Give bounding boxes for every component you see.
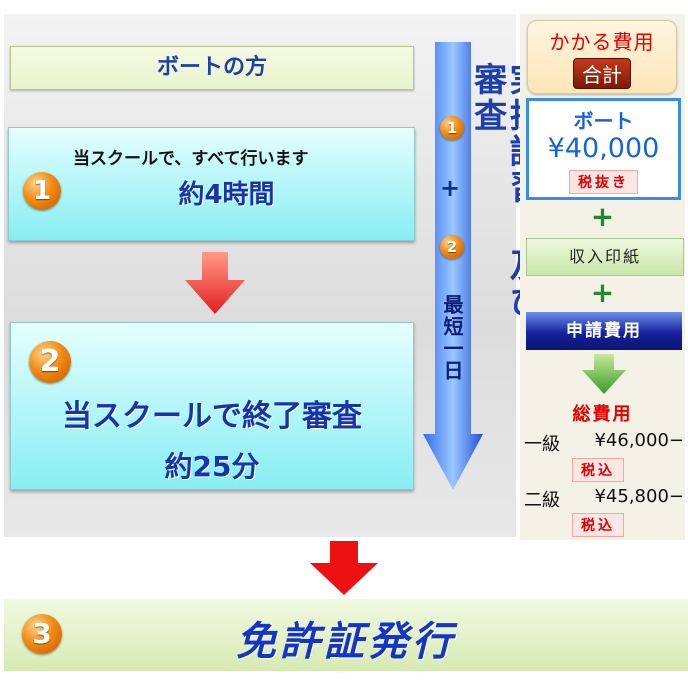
grade1-price: ¥46,000− [594, 430, 684, 451]
step2-description: 当スクールで終了審査 [62, 399, 362, 434]
step2-box: 2 当スクールで終了審査 約25分 [10, 322, 414, 490]
stamp-fee-label: 収入印紙 [568, 247, 641, 266]
grade1-tax-container: 税込 [572, 458, 624, 482]
timeline-arrow-icon [423, 42, 483, 494]
cost-total-badge: 合計 [573, 58, 631, 89]
license-issue-banner: 3 免許証発行 [4, 599, 688, 671]
grade2-tax-badge: 税込 [572, 513, 624, 537]
step1-number-icon: 1 [23, 172, 61, 210]
stamp-fee-box: 収入印紙 [526, 238, 684, 276]
step3-number-icon: 3 [22, 614, 62, 654]
step1-box: 1 当スクールで、すべて行います 約4時間 [8, 127, 415, 241]
boat-tax-badge: 税抜き [569, 170, 638, 194]
plus-icon: + [590, 276, 615, 309]
arrow-down-icon [582, 354, 626, 398]
boat-cost-label: ボート [573, 109, 634, 133]
grade2-label: 二級 [524, 490, 560, 511]
timeline-step2-icon: 2 [440, 235, 464, 259]
grade1-label: 一級 [524, 434, 560, 455]
arrow-down-icon [185, 252, 245, 318]
step1-description: 当スクールで、すべて行います [73, 149, 309, 169]
application-fee-box: 申請費用 [526, 312, 682, 350]
timeline-plus: + [440, 174, 461, 202]
grade1-tax-badge: 税込 [572, 458, 624, 482]
boat-section-banner: ボートの方 [10, 46, 414, 90]
application-fee-label: 申請費用 [566, 321, 642, 341]
grade2-price: ¥45,800− [594, 486, 684, 507]
license-issue-title: 免許証発行 [236, 619, 456, 665]
boat-section-title: ボートの方 [156, 55, 267, 80]
step2-duration: 約25分 [164, 450, 260, 483]
step2-number-icon: 2 [29, 341, 71, 383]
total-cost-label: 総費用 [572, 404, 633, 425]
grade2-row: 二級 ¥45,800− [524, 486, 684, 512]
boat-cost-box: ボート ¥40,000 税抜き [526, 98, 681, 200]
timeline-step1-icon: 1 [440, 116, 464, 140]
cost-header: かかる費用 合計 [527, 20, 677, 94]
grade2-tax-container: 税込 [572, 513, 624, 537]
cost-header-title: かかる費用 [549, 30, 655, 54]
step1-duration: 約4時間 [178, 180, 275, 210]
grade1-row: 一級 ¥46,000− [524, 430, 684, 456]
arrow-down-icon [310, 541, 378, 599]
plus-icon: + [590, 200, 615, 233]
shortest-duration-label: 最短一日 [440, 294, 464, 382]
boat-cost-price: ¥40,000 [547, 133, 660, 164]
